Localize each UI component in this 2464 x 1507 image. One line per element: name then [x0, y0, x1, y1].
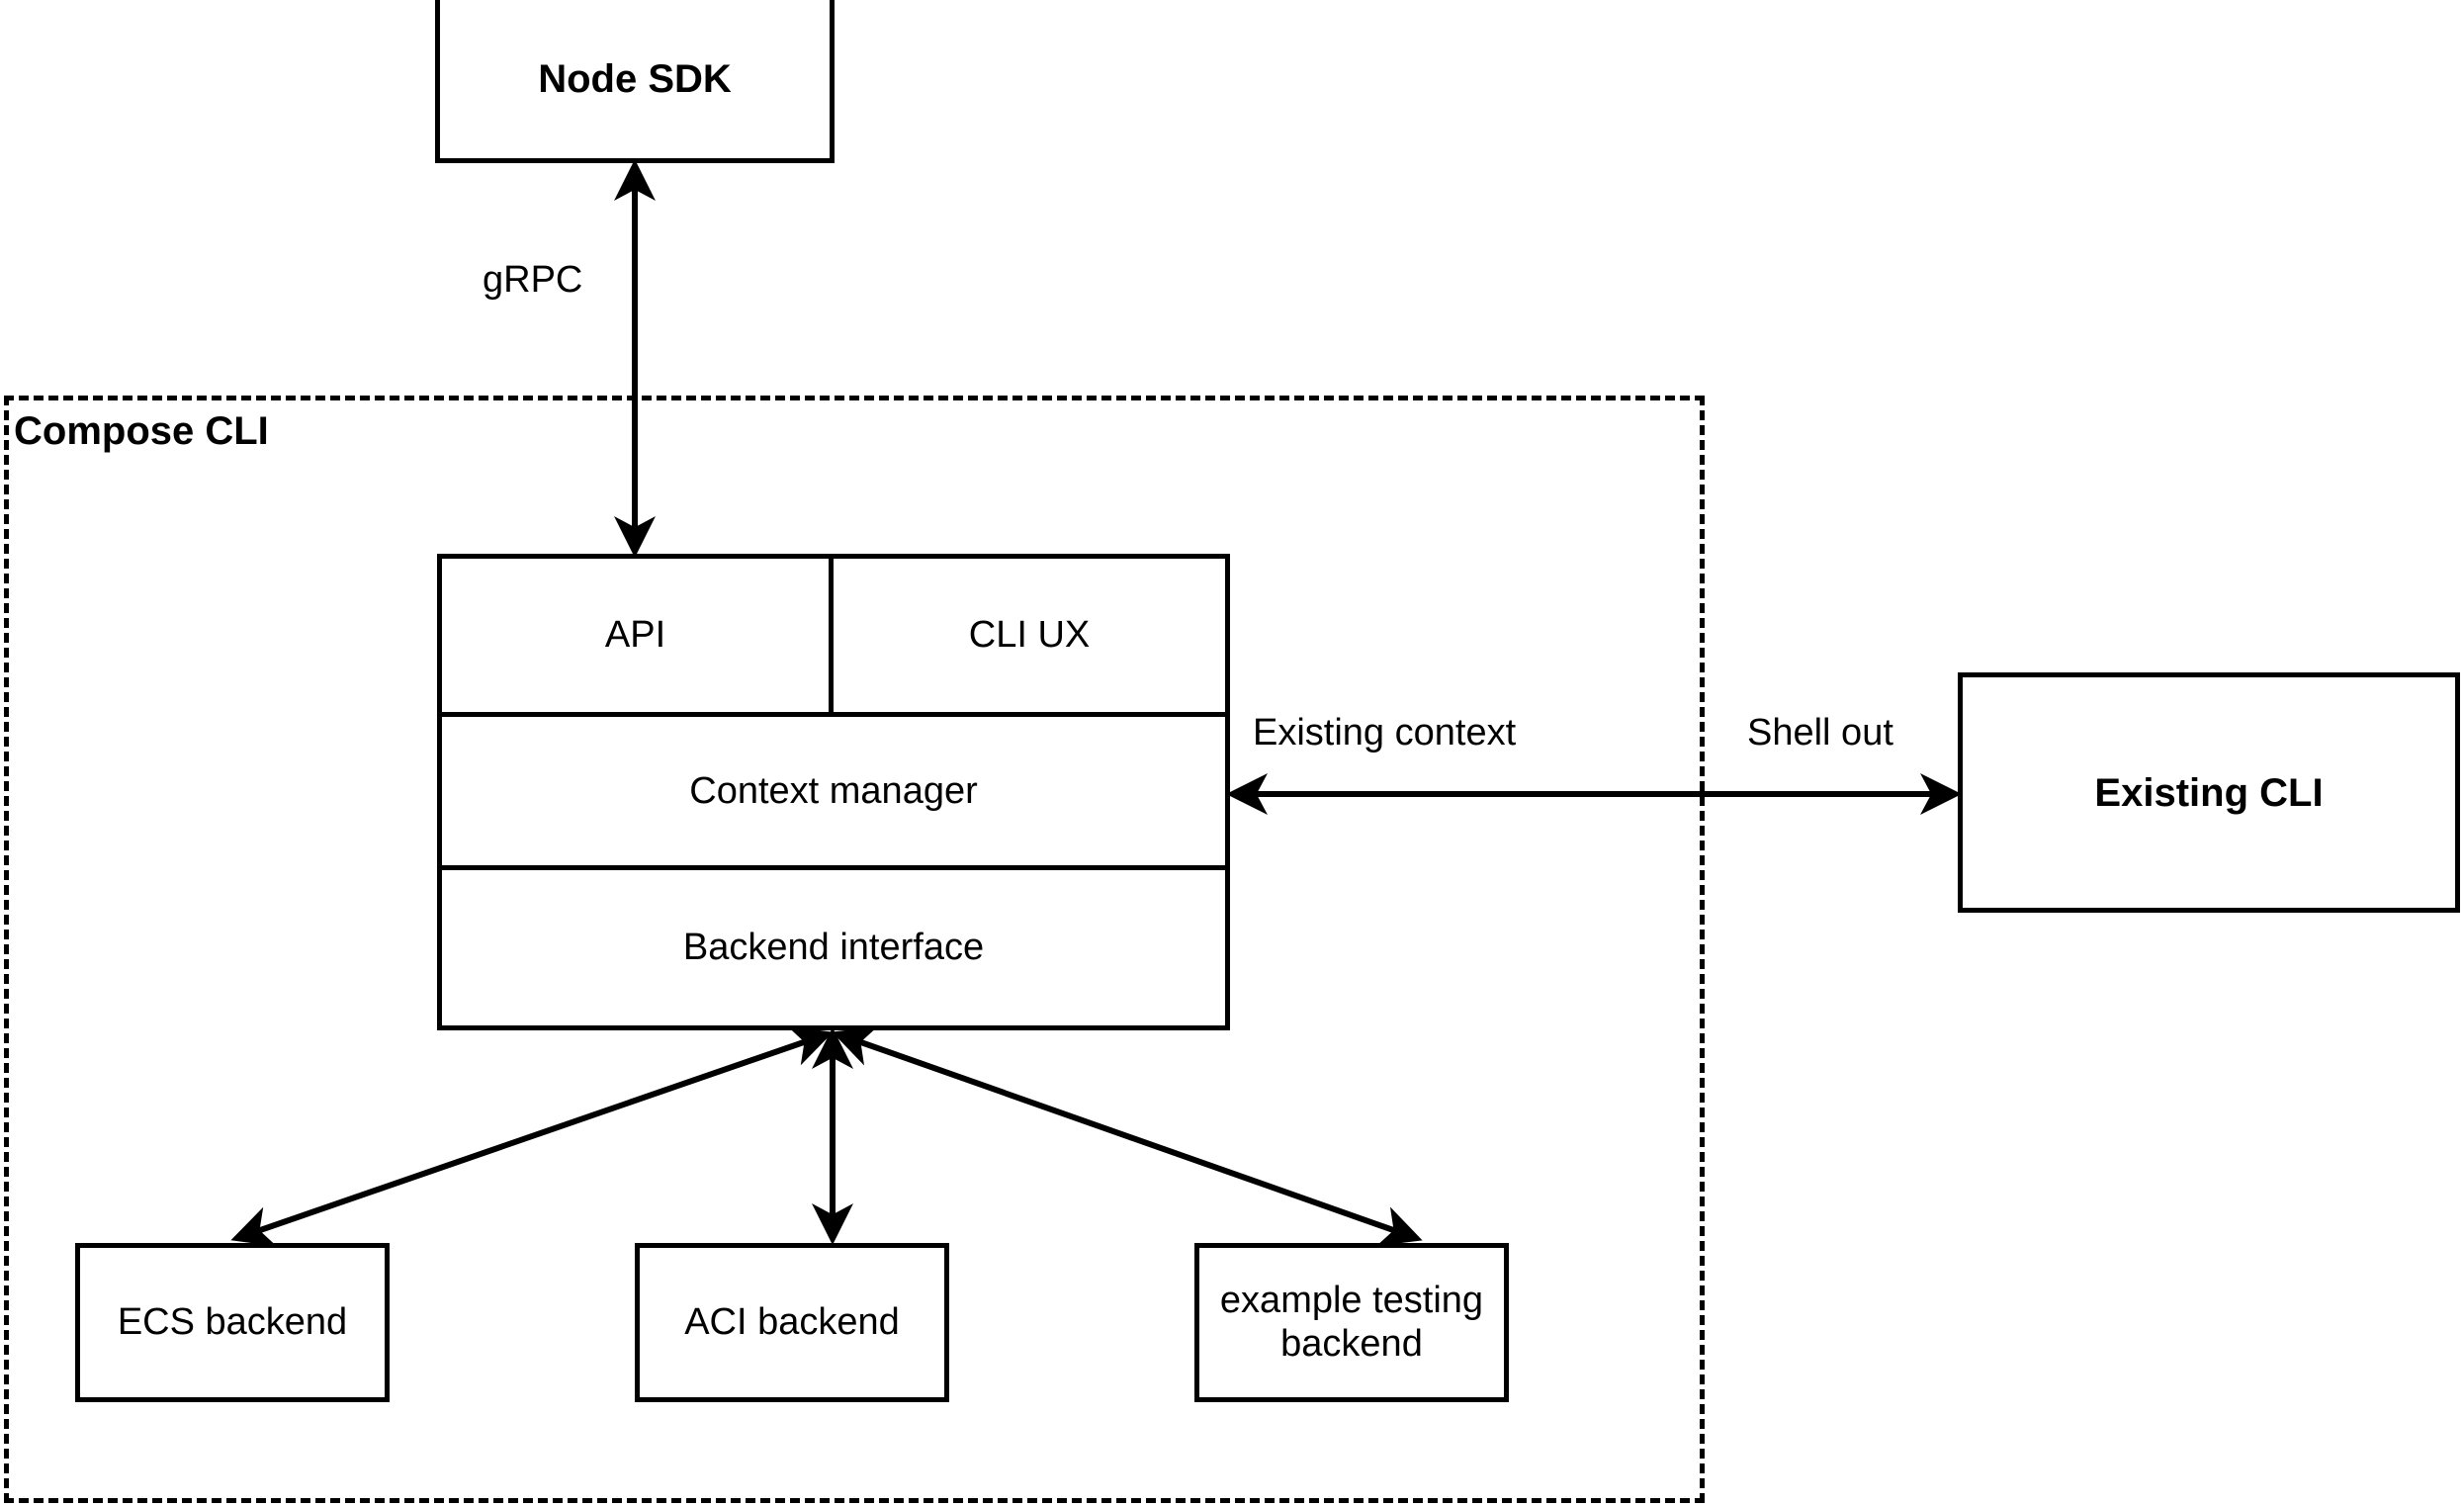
stack-cell-api: API [442, 559, 834, 712]
edge-label-existing-context: Existing context [1253, 712, 1517, 754]
edge-label-grpc: gRPC [483, 259, 583, 301]
stack-cell-cli-ux-label: CLI UX [968, 614, 1091, 656]
edge-backend-ecs [230, 1025, 834, 1247]
aci-backend-box: ACI backend [635, 1243, 949, 1402]
existing-cli-box: Existing CLI [1958, 672, 2460, 913]
stack-cell-backend-interface: Backend interface [442, 870, 1225, 1025]
stack-cell-cli-ux: CLI UX [834, 559, 1225, 712]
stack-row-context-manager: Context manager [442, 717, 1225, 870]
compose-cli-group-label: Compose CLI [14, 409, 269, 453]
stack-cell-context-manager: Context manager [442, 717, 1225, 865]
edge-label-shell-out: Shell out [1747, 712, 1893, 754]
stack-cell-context-manager-label: Context manager [689, 769, 978, 812]
edge-backend-example [832, 1025, 1423, 1247]
ecs-backend-box: ECS backend [75, 1243, 390, 1402]
stack-cell-backend-interface-label: Backend interface [682, 927, 985, 968]
aci-backend-label: ACI backend [684, 1300, 900, 1343]
node-sdk-label: Node SDK [538, 57, 732, 101]
node-sdk-box: Node SDK [435, 0, 835, 163]
compose-cli-stack: API CLI UX Context manager Backend inter… [437, 554, 1230, 1030]
stack-cell-api-label: API [604, 614, 666, 656]
ecs-backend-label: ECS backend [117, 1300, 348, 1343]
stack-row-api-cliux: API CLI UX [442, 559, 1225, 717]
compose-cli-group-boundary [4, 396, 1705, 1503]
stack-row-backend-interface: Backend interface [442, 870, 1225, 1025]
existing-cli-label: Existing CLI [2094, 770, 2324, 815]
